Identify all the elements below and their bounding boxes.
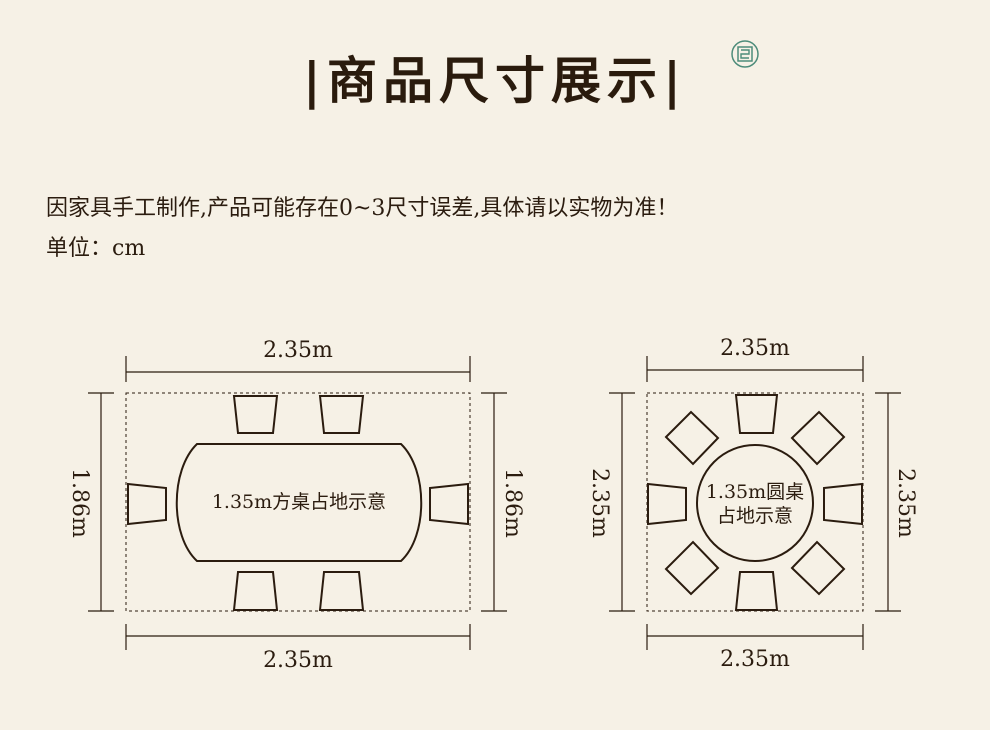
chair — [664, 540, 720, 596]
chair — [232, 395, 279, 434]
round-table-diagram — [609, 356, 901, 650]
chair — [664, 410, 720, 466]
rect-bottom-width: 2.35m — [263, 648, 333, 673]
chair — [318, 395, 365, 434]
chair — [429, 482, 469, 526]
handmade-note: 因家具手工制作,产品可能存在0~3尺寸误差,具体请以实物为准！ — [46, 196, 679, 221]
round-top-width: 2.35m — [720, 336, 790, 361]
chair — [734, 394, 779, 434]
chair — [127, 482, 167, 526]
rect-table-diagram — [88, 356, 507, 650]
round-table-label: 1.35m圆桌 占地示意 — [695, 480, 815, 528]
page-title: |商品尺寸展示| — [302, 51, 688, 110]
round-left-height: 2.35m — [587, 468, 612, 538]
rect-top-width: 2.35m — [263, 338, 333, 363]
rect-table-top — [175, 443, 423, 562]
rect-footprint — [125, 392, 471, 612]
rect-right-height: 1.86m — [500, 468, 525, 538]
seal-icon — [731, 40, 759, 68]
chair — [232, 571, 279, 611]
round-right-height: 2.35m — [893, 468, 918, 538]
chair — [790, 410, 846, 466]
round-table-label-line2: 占地示意 — [716, 505, 793, 527]
round-table-top — [696, 444, 814, 562]
rect-table-label: 1.35m方桌占地示意 — [211, 491, 387, 513]
chair — [823, 482, 863, 526]
chair — [734, 571, 779, 611]
unit-label: 单位：cm — [46, 236, 146, 261]
round-bottom-width: 2.35m — [720, 647, 790, 672]
chair — [647, 482, 687, 526]
chair — [790, 540, 846, 596]
chair — [318, 571, 365, 611]
round-table-label-line1: 1.35m圆桌 — [705, 481, 805, 503]
rect-left-height: 1.86m — [67, 468, 92, 538]
